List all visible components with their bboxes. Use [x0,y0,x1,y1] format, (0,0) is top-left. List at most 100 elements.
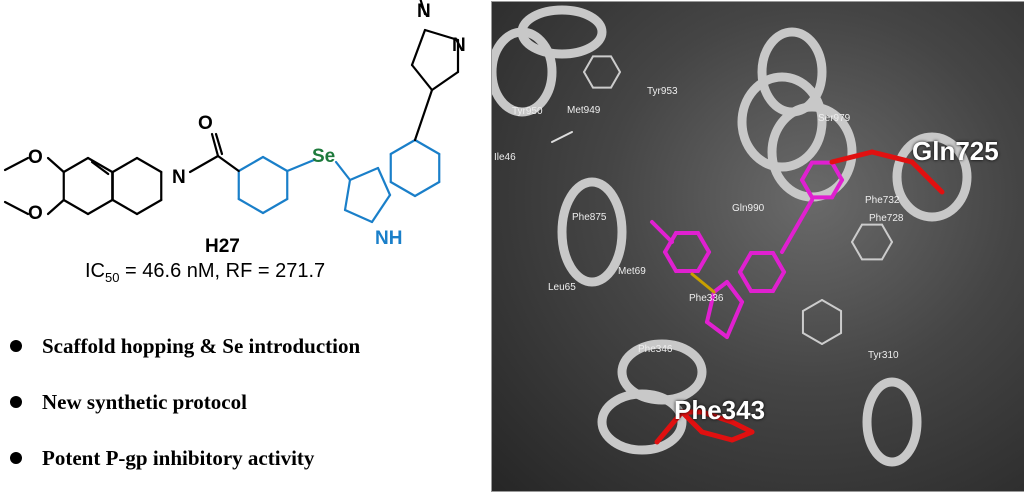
bond [348,166,380,182]
residue-label: Phe336 [689,293,724,304]
bond [111,198,139,216]
atom-se: Se [312,146,336,167]
bond [261,197,289,215]
bond [389,138,417,156]
residue-label: Phe728 [869,213,904,224]
activity-values: IC50 = 46.6 nM, RF = 271.7 [85,260,326,285]
bond [135,156,163,174]
bond [413,138,441,156]
residue-bond [851,223,863,243]
residue-bond [583,55,594,73]
bond [370,193,392,224]
bond [410,63,434,92]
ligand-bond [738,270,753,294]
atom-nh: NH [375,228,403,249]
residue-bond [801,332,823,345]
key-residue-bond [699,429,735,443]
ligand-bond [830,178,844,200]
residue-label: Met949 [567,105,601,116]
key-residue-bond [869,149,915,165]
residue-label: Tyr950 [512,106,543,117]
ligand-bond [690,272,716,294]
atom-n-pyrazole-1: N [417,1,431,22]
bond [111,156,139,174]
residue-label: Phe732 [865,195,900,206]
highlights-list: Scaffold hopping & Se introduction New s… [10,318,360,486]
bond [430,70,460,92]
h27-structure [3,0,460,224]
bond [62,198,90,216]
ligand-bond [663,250,678,274]
key-residue-bond [699,409,735,425]
bond [286,158,316,173]
residue-bond [610,71,621,89]
atom-o-top: O [28,147,43,168]
bond [3,200,30,216]
residue-label: Tyr953 [647,86,678,97]
residue-bond [801,299,823,312]
bond [62,156,90,174]
ligand-bond [712,280,729,294]
docking-render [492,5,972,467]
ligand-bond [725,300,744,339]
bond [90,160,110,176]
residue-label: Phe346 [638,344,673,355]
highlight-item: Scaffold hopping & Se introduction [10,318,360,374]
helix-ribbon [557,177,627,287]
bond [237,155,265,173]
bond [216,154,240,173]
bond [410,28,427,67]
bond [389,180,417,198]
ligand-bond [705,320,729,339]
bond [419,0,427,16]
bond [46,198,65,216]
key-residue-bond [654,409,685,445]
bond [46,156,65,174]
key-residue-label: Phe343 [674,395,766,425]
bond [334,160,352,182]
residue-label: Tyr310 [868,350,899,361]
bond [210,132,220,158]
highlight-item: Potent P-gp inhibitory activity [10,430,360,486]
residue-bond [881,241,893,261]
helix-ribbon [892,132,972,222]
residue-label: Gln990 [732,203,765,214]
residue-label: Met69 [618,266,646,277]
ligand-bond [780,198,814,254]
bond [413,180,441,198]
docking-image: Tyr953 Tyr950 Met949 Ser979 Gln990 Phe73… [491,1,1024,492]
key-residue-bond [679,409,705,435]
ligand-bond [696,250,711,274]
bond [86,156,114,174]
bond [188,154,220,174]
bond [423,28,460,42]
ligand-bond [771,250,786,274]
helix-ribbon [597,389,687,455]
helix-ribbon [737,72,827,172]
residue-bond [851,241,863,261]
key-residue-label: Gln725 [912,136,999,166]
ligand-bond [725,280,744,304]
ligand-bond [705,290,716,324]
bond [214,132,224,156]
ligand-bond [650,220,674,244]
bond [261,155,289,173]
bullet-icon [10,340,22,352]
bullet-icon [10,396,22,408]
bond [376,166,392,197]
atom-o-bottom: O [28,203,43,224]
ligand-bond [738,250,753,274]
bond [3,156,30,172]
bond [237,197,265,215]
helix-ribbon [862,377,922,467]
residue-bond [821,332,843,345]
residue-bond [610,55,621,73]
bond [135,198,163,216]
atom-o-carbonyl: O [198,113,213,134]
residue-label: Leu65 [548,282,576,293]
atom-n-amide: N [172,167,186,188]
bond [343,178,352,212]
bond [413,88,434,142]
helix-ribbon [492,27,557,117]
compound-name: H27 [205,236,240,257]
